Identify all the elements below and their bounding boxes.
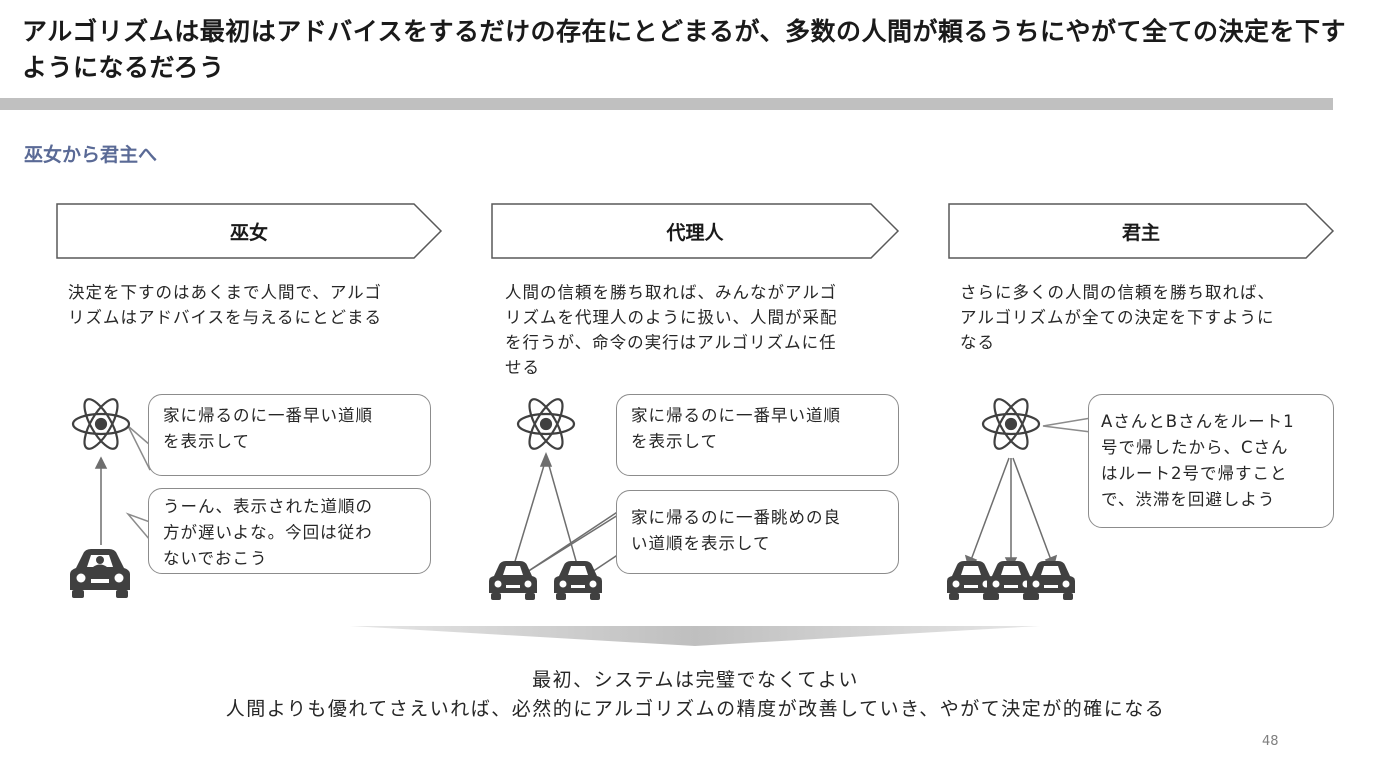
description-line: さらに多くの人間の信頼を勝ち取れば、 [960, 283, 1275, 302]
bubble-line: はルート2号で帰すこと [1101, 464, 1288, 483]
description-line: アルゴリズムが全ての決定を下すように [960, 308, 1275, 327]
page-title: アルゴリズムは最初はアドバイスをするだけの存在にとどまるが、多数の人間が頼るうち… [22, 17, 1347, 82]
stage-arrow-dairinin [491, 203, 900, 259]
title-divider [0, 98, 1333, 110]
bubble-line: 号で帰したから、Cさん [1101, 438, 1289, 457]
stage-arrow-kunshu [948, 203, 1335, 259]
stage-label-miko: 巫女 [229, 222, 268, 244]
conclusion-line-2: 人間よりも優れてさえいれば、必然的にアルゴリズムの精度が改善していき、やがて決定… [225, 698, 1166, 720]
description-line: なる [960, 333, 995, 352]
stage-label-kunshu: 君主 [1121, 222, 1160, 244]
speech-bubble-request-alt: 家に帰るのに一番眺めの良 い道順を表示して [616, 490, 899, 574]
section-subtitle: 巫女から君主へ [24, 144, 158, 166]
car-icon [554, 561, 602, 600]
speech-bubble-request: 家に帰るのに一番早い道順 を表示して [616, 394, 899, 476]
description-line: 決定を下すのはあくまで人間で、アルゴ [68, 283, 382, 302]
car-icon-driver [70, 549, 130, 598]
bubble-line: 家に帰るのに一番早い道順 [631, 406, 841, 425]
page-number: 48 [1262, 734, 1279, 749]
description-line: 人間の信頼を勝ち取れば、みんながアルゴ [505, 283, 838, 302]
conclusion-line-1: 最初、システムは完璧でなくてよい [532, 669, 859, 691]
speech-bubble-reply: うーん、表示された道順の 方が遅いよな。今回は従わ ないでおこう [148, 488, 431, 574]
description-line: を行うが、命令の実行はアルゴリズムに任 [505, 333, 837, 352]
atom-icon-1 [71, 398, 131, 450]
bubble-line: ないでおこう [163, 549, 268, 568]
atom-icon-2 [516, 398, 576, 450]
bubble-line: を表示して [163, 432, 251, 451]
stage-arrow-miko [56, 203, 443, 259]
bubble-line: を表示して [631, 432, 719, 451]
bubble-line: うーん、表示された道順の [163, 497, 373, 516]
description-line: リズムを代理人のように扱い、人間が采配 [505, 308, 838, 327]
stage-description-miko: 決定を下すのはあくまで人間で、アルゴ リズムはアドバイスを与えるにとどまる [68, 280, 382, 330]
bubble-line: AさんとBさんをルート1 [1101, 412, 1295, 431]
bubble-line: 家に帰るのに一番早い道順 [163, 406, 373, 425]
conclusion-wedge [350, 626, 1040, 646]
stage-description-dairinin: 人間の信頼を勝ち取れば、みんながアルゴ リズムを代理人のように扱い、人間が采配 … [505, 280, 838, 380]
description-line: せる [505, 358, 540, 377]
car-icon [1027, 561, 1075, 600]
bubble-line: い道順を表示して [631, 534, 771, 553]
description-line: リズムはアドバイスを与えるにとどまる [68, 308, 383, 327]
stage-description-kunshu: さらに多くの人間の信頼を勝ち取れば、 アルゴリズムが全ての決定を下すように なる [960, 280, 1275, 355]
stage-label-dairinin: 代理人 [666, 222, 724, 244]
bubble-line: で、渋滞を回避しよう [1101, 490, 1276, 509]
speech-bubble-request: 家に帰るのに一番早い道順 を表示して [148, 394, 431, 476]
speech-bubble-algorithm: AさんとBさんをルート1 号で帰したから、Cさん はルート2号で帰すこと で、渋… [1088, 394, 1334, 528]
bubble-line: 家に帰るのに一番眺めの良 [631, 508, 841, 527]
bubble-line: 方が遅いよな。今回は従わ [163, 523, 373, 542]
car-icon [489, 561, 537, 600]
atom-icon-3 [981, 398, 1041, 450]
